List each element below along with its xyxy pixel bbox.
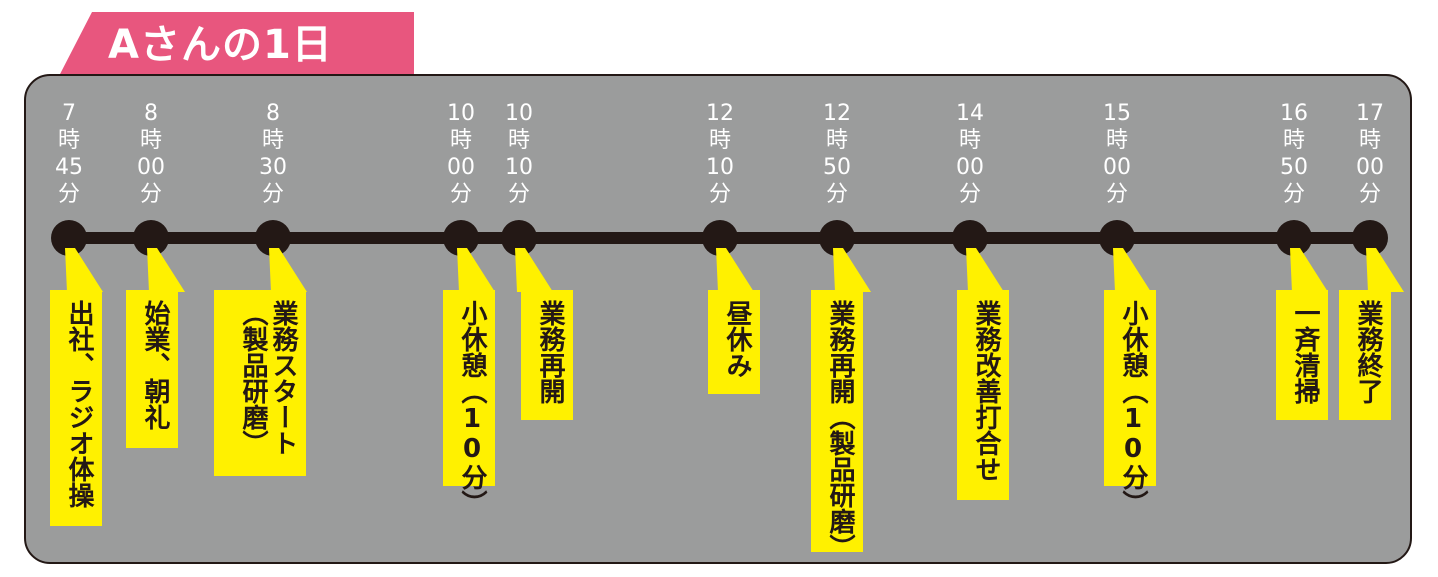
event-box: 業務スタート（製品研磨） <box>214 290 306 476</box>
event-connector <box>457 248 495 292</box>
time-minute: 10 <box>505 155 533 180</box>
time-unit-minute: 分 <box>57 182 80 207</box>
time-hour: 15 <box>1103 101 1131 126</box>
time-unit-hour: 時 <box>1282 128 1305 153</box>
time-hour: 10 <box>505 101 533 126</box>
time-hour: 10 <box>447 101 475 126</box>
time-hour: 12 <box>823 101 851 126</box>
time-hour: 16 <box>1280 101 1308 126</box>
event-box: 小休憩（10分） <box>443 290 495 516</box>
event-label: 小休憩（10分） <box>1118 300 1148 516</box>
time-minute: 50 <box>823 155 851 180</box>
time-minute: 00 <box>1356 155 1384 180</box>
time-unit-hour: 時 <box>57 128 80 153</box>
event-box: 出社、ラジオ体操 <box>50 290 102 526</box>
event-connector <box>966 248 1004 292</box>
event-connector <box>1113 248 1151 292</box>
event-connector <box>147 248 185 292</box>
time-unit-hour: 時 <box>261 128 284 153</box>
time-unit-minute: 分 <box>958 182 981 207</box>
time-unit-hour: 時 <box>708 128 731 153</box>
time-unit-minute: 分 <box>1358 182 1381 207</box>
time-minute: 00 <box>1103 155 1131 180</box>
time-minute: 30 <box>259 155 287 180</box>
event-label: 業務スタート <box>268 300 298 456</box>
time-unit-hour: 時 <box>825 128 848 153</box>
time-minute: 10 <box>706 155 734 180</box>
time-unit-minute: 分 <box>1282 182 1305 207</box>
page-title: Aさんの1日 <box>108 22 333 68</box>
time-unit-minute: 分 <box>1105 182 1128 207</box>
time-unit-minute: 分 <box>708 182 731 207</box>
event-connector <box>65 248 103 292</box>
event-connector <box>269 248 307 292</box>
time-unit-hour: 時 <box>449 128 472 153</box>
time-minute: 00 <box>956 155 984 180</box>
time-hour: 8 <box>266 101 280 126</box>
event-box: 昼休み <box>708 290 760 394</box>
time-minute: 00 <box>447 155 475 180</box>
event-box: 一斉清掃 <box>1276 290 1328 420</box>
time-unit-hour: 時 <box>507 128 530 153</box>
event-box: 業務再開（製品研磨） <box>811 290 863 560</box>
time-unit-hour: 時 <box>1105 128 1128 153</box>
event-box: 業務改善打合せ <box>957 290 1009 500</box>
event-box: 小休憩（10分） <box>1104 290 1156 516</box>
event-label: 出社、ラジオ体操 <box>64 300 94 508</box>
time-hour: 17 <box>1356 101 1384 126</box>
title-tab <box>58 12 414 78</box>
event-label: 一斉清掃 <box>1290 300 1320 404</box>
time-unit-minute: 分 <box>139 182 162 207</box>
event-label: 業務再開 <box>535 300 565 404</box>
time-hour: 8 <box>144 101 158 126</box>
time-unit-hour: 時 <box>958 128 981 153</box>
time-hour: 14 <box>956 101 984 126</box>
event-label: 業務改善打合せ <box>971 300 1001 482</box>
event-connector <box>833 248 871 292</box>
event-connector <box>716 248 754 292</box>
event-box: 業務終了 <box>1339 290 1391 420</box>
time-unit-minute: 分 <box>449 182 472 207</box>
event-label: 小休憩（10分） <box>457 300 487 516</box>
event-label: 始業、朝礼 <box>140 300 170 430</box>
event-label: 昼休み <box>722 300 752 378</box>
event-box: 始業、朝礼 <box>126 290 178 448</box>
time-unit-minute: 分 <box>825 182 848 207</box>
time-hour: 7 <box>62 101 76 126</box>
event-label: 業務再開（製品研磨） <box>825 300 855 560</box>
time-minute: 00 <box>137 155 165 180</box>
time-hour: 12 <box>706 101 734 126</box>
time-unit-hour: 時 <box>139 128 162 153</box>
event-connector <box>515 248 553 292</box>
event-label: （製品研磨） <box>238 300 268 456</box>
event-connector <box>1290 248 1328 292</box>
time-unit-minute: 分 <box>507 182 530 207</box>
time-minute: 45 <box>55 155 83 180</box>
time-minute: 50 <box>1280 155 1308 180</box>
time-unit-minute: 分 <box>261 182 284 207</box>
event-connector <box>1366 248 1404 292</box>
event-box: 業務再開 <box>521 290 573 420</box>
event-label: 業務終了 <box>1353 300 1383 404</box>
time-unit-hour: 時 <box>1358 128 1381 153</box>
